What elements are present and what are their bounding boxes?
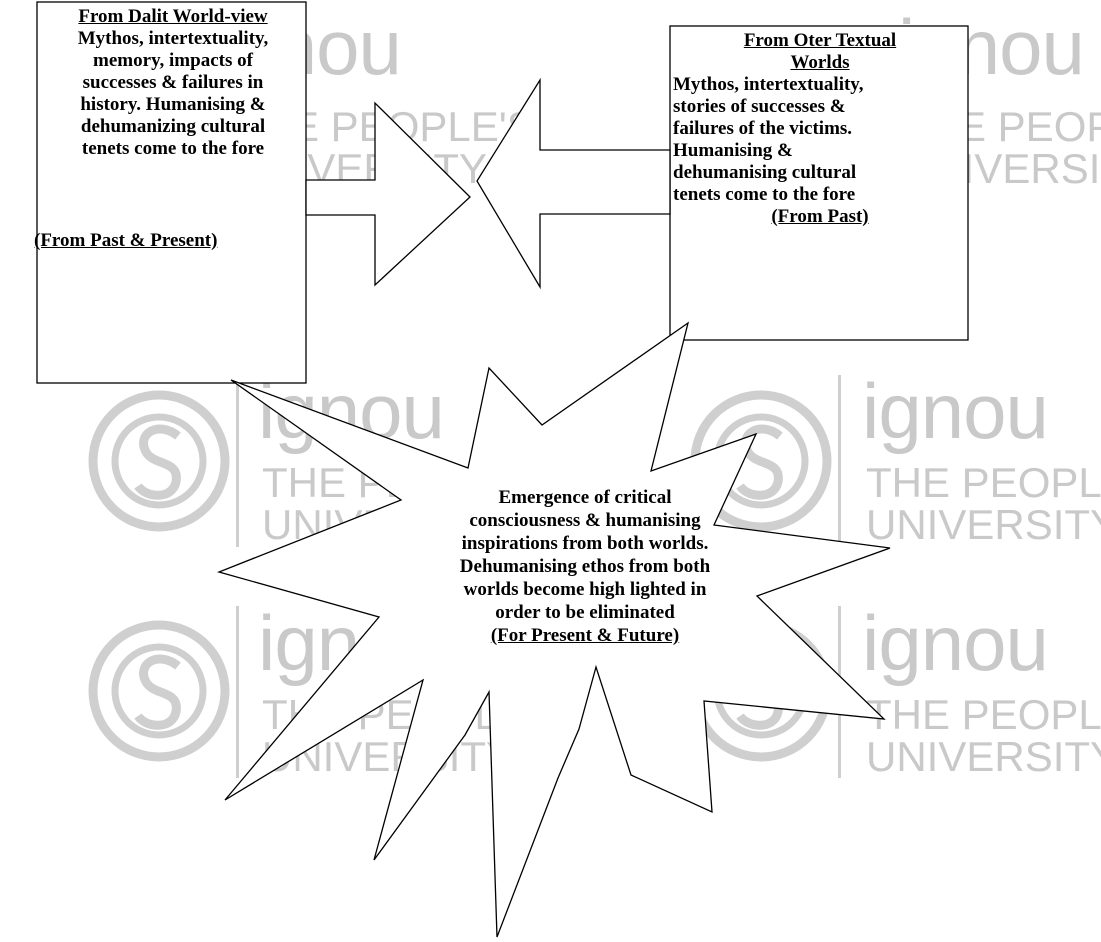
starburst-line: Dehumanising ethos from both	[459, 556, 711, 577]
left-box-line: Mythos, intertextuality,	[77, 28, 269, 49]
left-box-line: history. Humanising &	[80, 94, 266, 115]
left-box-line: dehumanizing cultural	[80, 116, 266, 137]
watermark-brand: ignou	[862, 367, 1049, 455]
right-box-content: From Oter Textual Worlds Mythos, interte…	[673, 30, 967, 228]
right-box-line: dehumanising cultural	[673, 162, 857, 183]
right-box-line: failures of the victims.	[673, 118, 853, 139]
right-box	[669, 25, 969, 341]
starburst-line: inspirations from both worlds.	[461, 533, 709, 554]
left-box-heading: From Dalit World-view	[78, 6, 268, 27]
starburst-line: consciousness & humanising	[469, 510, 701, 531]
watermark-divider	[236, 606, 239, 778]
left-box-line: memory, impacts of	[93, 50, 253, 71]
left-arrow	[476, 77, 671, 290]
right-box-footer: (From Past)	[771, 206, 869, 227]
watermark-line2: UNIVERSITY	[866, 501, 1101, 548]
watermark-line1: THE PEOPLE'S	[866, 459, 1101, 506]
right-box-line: stories of successes &	[673, 96, 846, 117]
right-box-line: tenets come to the fore	[673, 184, 856, 205]
right-arrow	[305, 101, 471, 287]
right-box-line: Mythos, intertextuality,	[673, 74, 864, 95]
left-box-footer: (From Past & Present)	[34, 230, 218, 251]
left-box-line: tenets come to the fore	[81, 138, 265, 159]
watermark-divider	[838, 375, 841, 547]
watermark-seal-icon	[88, 620, 230, 762]
left-box-line: successes & failures in	[82, 72, 264, 93]
starburst-line: worlds become high lighted in	[463, 579, 707, 600]
right-box-heading: From Oter Textual	[743, 30, 897, 51]
starburst-line: Emergence of critical	[498, 487, 672, 508]
left-box	[36, 1, 307, 384]
watermark-seal-icon	[88, 390, 230, 532]
starburst-content: Emergence of critical consciousness & hu…	[400, 486, 770, 647]
watermark-line1: THE PEOPLE'S	[866, 691, 1101, 738]
left-box-content: From Dalit World-view Mythos, intertextu…	[40, 6, 306, 160]
watermark-line2: UNIVERSITY	[866, 733, 1101, 780]
right-box-heading: Worlds	[790, 52, 850, 73]
starburst	[216, 321, 891, 938]
starburst-footer: (For Present & Future)	[490, 625, 680, 646]
watermark-divider	[236, 375, 239, 547]
starburst-line: order to be eliminated	[495, 602, 675, 623]
watermark-brand: ignou	[862, 599, 1049, 687]
right-box-line: Humanising &	[673, 140, 793, 161]
